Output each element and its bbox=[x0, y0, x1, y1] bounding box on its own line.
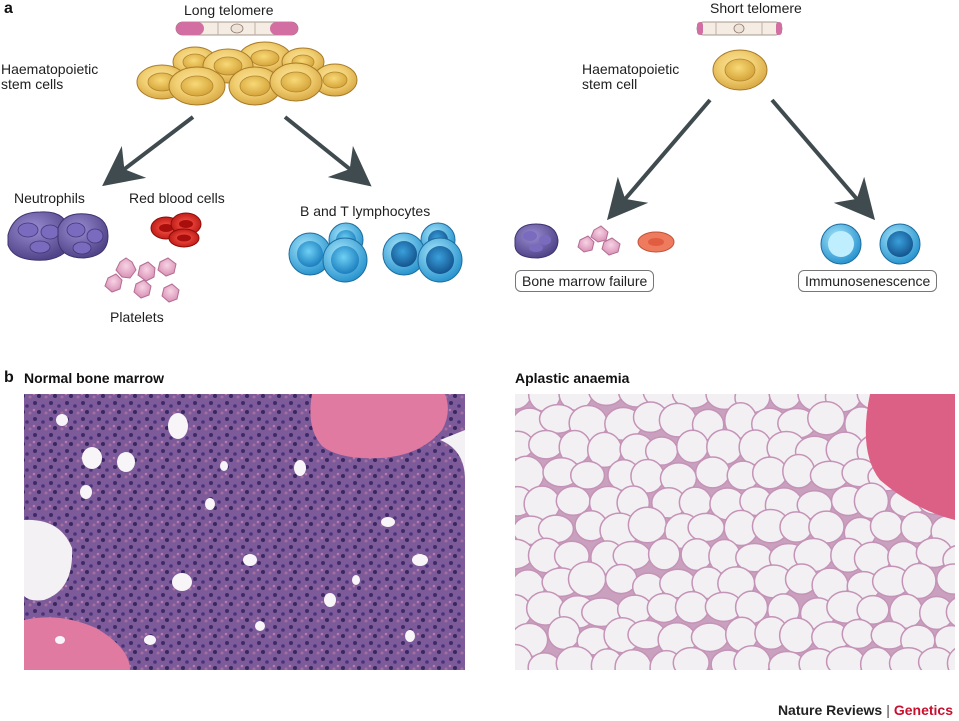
arrow-to-lymphoid bbox=[283, 115, 372, 187]
platelet bbox=[577, 235, 595, 253]
arrow-to-immunosenescence bbox=[770, 98, 876, 221]
red-blood-cell bbox=[637, 231, 675, 253]
fat-cell bbox=[778, 617, 816, 654]
fat-cell bbox=[694, 456, 731, 489]
lymphocyte-cell bbox=[322, 237, 368, 283]
stem-cells-label-line1: Haematopoietic bbox=[1, 61, 99, 77]
journal-credit: Nature Reviews|Genetics bbox=[778, 702, 953, 718]
failure-cells-group bbox=[514, 223, 675, 259]
fat-cell bbox=[945, 597, 955, 627]
fat-cell bbox=[782, 453, 816, 489]
platelet bbox=[590, 225, 609, 243]
platelet bbox=[137, 261, 156, 282]
platelet bbox=[115, 257, 137, 279]
fat-cell bbox=[859, 646, 894, 670]
neutrophils-label: Neutrophils bbox=[14, 190, 85, 206]
differentiation-arrows bbox=[102, 98, 876, 221]
neutrophil-cell bbox=[514, 223, 559, 259]
lymphocytes-group bbox=[288, 222, 463, 283]
lymphocyte-cell bbox=[879, 223, 921, 265]
fat-cell bbox=[676, 429, 709, 464]
fat-cell bbox=[935, 563, 955, 595]
fat-cell bbox=[825, 645, 866, 670]
stem-cell-cluster bbox=[136, 41, 358, 106]
journal-name: Nature Reviews bbox=[777, 702, 883, 718]
fat-cell bbox=[901, 562, 937, 600]
fat-cell bbox=[647, 537, 681, 571]
normal-marrow-micrograph bbox=[24, 394, 465, 670]
short-telomere-chromosome bbox=[696, 21, 783, 36]
long-telomere-chromosome bbox=[175, 21, 299, 36]
stem-cell bbox=[168, 66, 226, 106]
fat-cell bbox=[555, 645, 595, 670]
lymphocyte-cell bbox=[382, 232, 426, 276]
stem-cell bbox=[228, 66, 282, 106]
lymphocytes-label: B and T lymphocytes bbox=[300, 203, 431, 219]
platelet bbox=[157, 257, 177, 277]
arrow-to-marrow-failure bbox=[606, 98, 712, 221]
stem-cell-label-line1: Haematopoietic bbox=[582, 61, 680, 77]
fat-cell bbox=[807, 400, 846, 436]
fat-cell bbox=[687, 512, 725, 543]
lymphocyte-cell bbox=[417, 237, 463, 283]
fat-cell bbox=[733, 644, 772, 670]
fat-cell bbox=[779, 511, 813, 543]
fat-cell bbox=[672, 646, 710, 670]
panel-a-letter: a bbox=[4, 0, 13, 17]
arrow-to-myeloid bbox=[102, 115, 195, 187]
fat-cell bbox=[614, 649, 653, 670]
credit-separator: | bbox=[886, 702, 890, 718]
platelets-group bbox=[104, 257, 180, 303]
fat-cell bbox=[946, 647, 955, 670]
fat-cell bbox=[527, 652, 562, 670]
red-blood-cell bbox=[168, 228, 200, 248]
neutrophil-cell bbox=[7, 211, 71, 261]
bone-marrow-failure-label: Bone marrow failure bbox=[515, 270, 655, 292]
short-telomere-label: Short telomere bbox=[710, 0, 802, 16]
panel-b-letter: b bbox=[4, 369, 14, 386]
platelet bbox=[601, 237, 621, 256]
fat-cell bbox=[690, 622, 729, 653]
fat-cell bbox=[674, 590, 710, 624]
fat-cell bbox=[856, 594, 890, 625]
platelet bbox=[104, 273, 123, 293]
normal-marrow-title: Normal bone marrow bbox=[24, 370, 165, 386]
platelet bbox=[161, 283, 180, 303]
platelets-label: Platelets bbox=[110, 309, 164, 325]
fat-cell bbox=[515, 643, 534, 670]
fat-cell bbox=[569, 460, 606, 490]
red-blood-cells-label: Red blood cells bbox=[129, 190, 225, 206]
fat-cell bbox=[547, 615, 581, 651]
fat-cell bbox=[869, 510, 904, 543]
fat-cell bbox=[768, 394, 803, 411]
fat-cell bbox=[627, 506, 668, 544]
fat-cell bbox=[853, 482, 890, 520]
fat-cell bbox=[841, 618, 876, 650]
lymphocyte-cell bbox=[820, 223, 862, 265]
fat-cell bbox=[751, 456, 788, 490]
fat-cell bbox=[555, 485, 591, 517]
single-stem-cell bbox=[712, 49, 768, 91]
stem-cell-label-line2: stem cell bbox=[582, 76, 638, 92]
aplastic-anaemia-micrograph bbox=[515, 394, 955, 670]
neutrophil-cell bbox=[57, 213, 109, 259]
neutrophils-group bbox=[7, 211, 109, 261]
immunosenescence-label: Immunosenescence bbox=[798, 270, 938, 292]
platelet bbox=[133, 279, 152, 299]
fat-cell bbox=[567, 561, 607, 598]
fat-cell bbox=[680, 538, 714, 572]
stem-cell bbox=[312, 63, 358, 97]
long-telomere-label: Long telomere bbox=[184, 2, 274, 18]
journal-section: Genetics bbox=[893, 702, 953, 718]
aplastic-anaemia-title: Aplastic anaemia bbox=[515, 370, 630, 386]
immunosenescence-cells-group bbox=[820, 223, 921, 265]
stem-cell bbox=[269, 62, 323, 102]
red-blood-cells-group bbox=[150, 212, 202, 248]
fat-cell bbox=[588, 394, 625, 407]
stem-cells-label-line2: stem cells bbox=[1, 76, 64, 92]
fat-cell bbox=[528, 429, 564, 460]
